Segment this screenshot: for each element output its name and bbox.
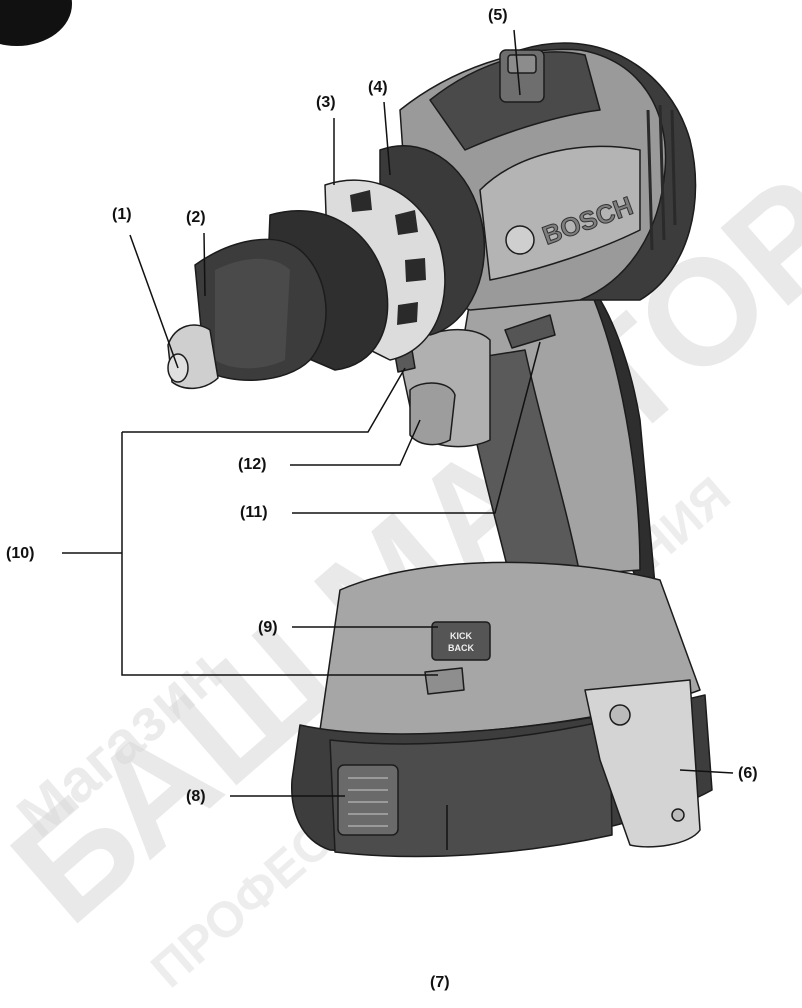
callout-1: (1) bbox=[112, 206, 132, 223]
callout-5: (5) bbox=[488, 7, 508, 24]
callout-12: (12) bbox=[238, 456, 267, 473]
leader-lines bbox=[62, 29, 734, 850]
kickback-indicator bbox=[431, 621, 491, 661]
vents bbox=[646, 104, 677, 251]
kickback-label-line2: BACK bbox=[448, 643, 474, 653]
rotation-switch bbox=[504, 314, 556, 349]
callout-9: (9) bbox=[258, 619, 278, 636]
drill: BOSCH KICK BACK bbox=[167, 42, 713, 858]
callout-2: (2) bbox=[186, 209, 206, 226]
callout-10: (10) bbox=[6, 545, 35, 562]
callout-3: (3) bbox=[316, 94, 336, 111]
callout-7: (7) bbox=[430, 974, 450, 991]
callout-6: (6) bbox=[738, 765, 758, 782]
charge-indicator bbox=[337, 764, 399, 836]
trigger bbox=[409, 382, 456, 446]
battery-face bbox=[329, 719, 613, 858]
battery-release-button bbox=[424, 667, 465, 695]
kickback-label-line1: KICK bbox=[450, 631, 472, 641]
bosch-logo-icon bbox=[505, 225, 535, 255]
callout-4: (4) bbox=[368, 79, 388, 96]
callout-8: (8) bbox=[186, 788, 206, 805]
callout-11: (11) bbox=[240, 504, 268, 521]
